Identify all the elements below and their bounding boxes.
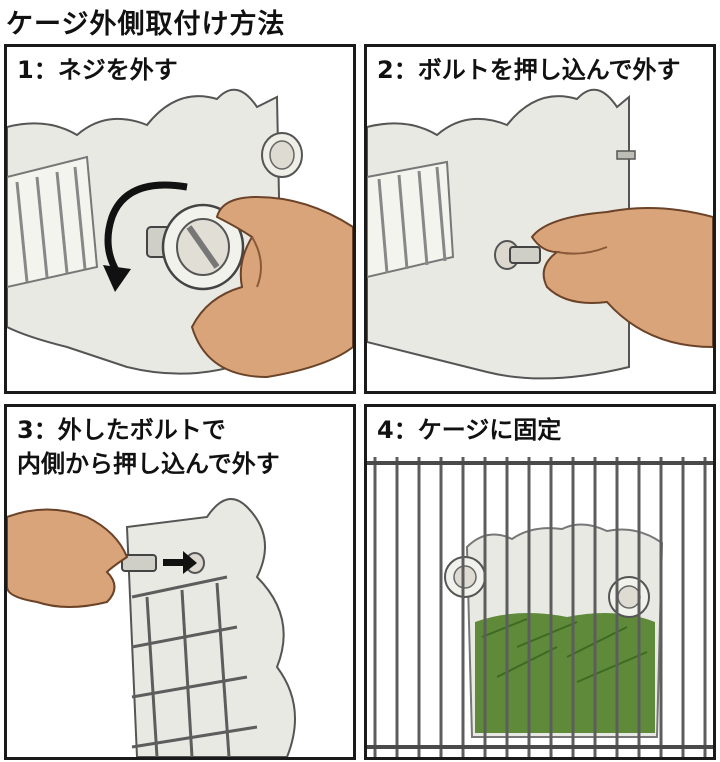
knob-left-icon bbox=[444, 556, 486, 598]
hand bbox=[530, 207, 713, 349]
knob-right-icon bbox=[608, 576, 650, 618]
feeder-body bbox=[125, 498, 296, 757]
small-bolt-icon bbox=[616, 150, 636, 160]
step-3-caption: 3：外したボルトで 内側から押し込んで外す bbox=[17, 413, 280, 481]
feeder-body bbox=[367, 88, 630, 380]
step-1-illustration bbox=[7, 88, 353, 379]
cage-bars bbox=[373, 457, 707, 757]
rotate-arrow-icon bbox=[104, 181, 188, 274]
hand bbox=[7, 508, 129, 608]
cage-wires bbox=[131, 575, 258, 757]
cage-crossbars bbox=[367, 461, 713, 749]
screw-knob bbox=[146, 203, 245, 291]
step-2-panel: 2：ボルトを押し込んで外す bbox=[364, 44, 716, 394]
knob-icon bbox=[261, 132, 303, 178]
bolt bbox=[121, 554, 157, 572]
hand bbox=[190, 195, 353, 379]
step-3-caption-line2: 内側から押し込んで外す bbox=[17, 450, 280, 478]
step-1-panel: 1：ネジを外す bbox=[4, 44, 356, 394]
step-4-panel: 4：ケージに固定 bbox=[364, 404, 716, 760]
step-4-illustration bbox=[367, 457, 713, 757]
step-3-panel: 3：外したボルトで 内側から押し込んで外す bbox=[4, 404, 356, 760]
feeder-slats bbox=[7, 155, 99, 289]
bolt bbox=[509, 246, 541, 264]
step-2-illustration bbox=[367, 88, 713, 380]
step-2-caption: 2：ボルトを押し込んで外す bbox=[377, 56, 681, 84]
step-1-caption: 1：ネジを外す bbox=[17, 56, 178, 84]
hay bbox=[475, 613, 655, 733]
feeder-slats bbox=[367, 160, 455, 279]
step-4-caption: 4：ケージに固定 bbox=[377, 416, 562, 444]
step-3-caption-line1: 3：外したボルトで bbox=[17, 416, 226, 444]
push-arrow-icon bbox=[163, 551, 197, 574]
page-title: ケージ外側取付け方法 bbox=[6, 9, 286, 40]
step-3-illustration bbox=[7, 498, 296, 757]
